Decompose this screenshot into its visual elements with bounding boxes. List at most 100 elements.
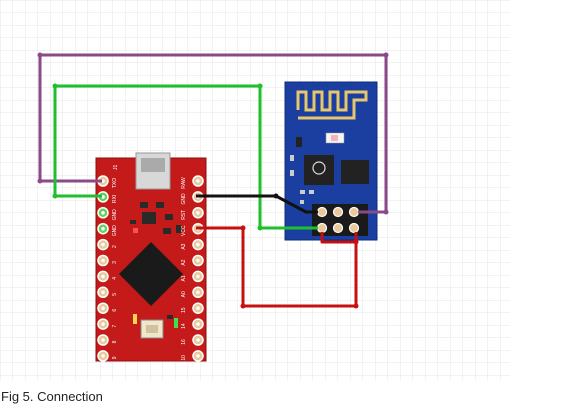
arduino-pin-label: 6 [112, 309, 118, 312]
esp-resistor [300, 200, 304, 204]
wire-junction [353, 303, 359, 309]
arduino-pin-label: A3 [181, 243, 187, 249]
usb-port [141, 158, 165, 172]
arduino-pin-right-hole [196, 306, 200, 311]
arduino-pin-label: A2 [181, 259, 187, 265]
arduino-pin-left-hole [101, 338, 105, 342]
wire-junction [257, 83, 263, 89]
arduino-pin-label: 5 [112, 293, 118, 296]
arduino-pin-label: 10 [181, 355, 187, 361]
wire-green [53, 84, 318, 230]
arduino-pin-label: RXI [112, 195, 118, 203]
esp-pin [348, 206, 360, 218]
esp-antenna [296, 90, 368, 120]
arduino-pin-label: 15 [181, 307, 187, 313]
arduino-pin-label: RST [181, 210, 187, 220]
arduino-pin-left-hole [101, 242, 105, 247]
esp01-module [284, 81, 378, 241]
esp-led-window [331, 135, 338, 141]
arduino-pin-right-hole [196, 290, 200, 295]
smd-part [142, 212, 156, 224]
arduino-pin-label: GND [112, 209, 118, 221]
arduino-pin-right-hole [196, 274, 200, 279]
esp-pin [348, 222, 360, 234]
arduino-pin-label: VCC [181, 225, 187, 236]
arduino-left-labels: TXO RXI GND GND 2 3 4 5 6 7 8 9 [112, 178, 118, 360]
wire-junction [52, 193, 58, 199]
arduino-pin-label: A1 [181, 275, 187, 281]
arduino-pin-left-hole [101, 195, 105, 199]
arduino-pin-right-hole [196, 258, 200, 263]
tx-led [133, 314, 137, 324]
arduino-pin-label: 16 [181, 339, 187, 345]
arduino-pin-label: 2 [112, 245, 118, 248]
smd-part [130, 220, 136, 224]
wire-black [196, 194, 318, 214]
status-led [133, 228, 138, 233]
esp-resistor [300, 190, 305, 194]
arduino-pin-label: GND [181, 193, 187, 205]
arduino-right-pins [192, 175, 204, 362]
arduino-pin-left-hole [101, 179, 105, 183]
esp-resistor [309, 190, 314, 194]
arduino-pin-right-hole [196, 338, 200, 342]
reset-button-cap [146, 325, 158, 333]
smd-part [176, 225, 182, 233]
usb-label: J1 [113, 165, 119, 171]
arduino-pin-right-hole [196, 179, 200, 183]
arduino-pin-label: GND [112, 225, 118, 237]
esp-pin [332, 222, 344, 234]
arduino-pin-left-hole [101, 274, 105, 279]
wire-junction [240, 303, 246, 309]
esp-small-part [296, 137, 302, 147]
wire-red-bridge [320, 232, 356, 244]
arduino-pin-label: A0 [181, 291, 187, 297]
smd-part [163, 228, 171, 234]
wire-junction [240, 225, 246, 231]
wire-junction [37, 52, 43, 58]
esp-flash-chip [341, 160, 369, 184]
arduino-pin-left-hole [101, 306, 105, 311]
smd-part [165, 214, 173, 220]
wire-purple [38, 53, 388, 214]
microcontroller-chip [119, 242, 183, 306]
arduino-pin-left-hole [101, 354, 105, 358]
arduino-pin-left-hole [101, 258, 105, 263]
arduino-pro-micro: J1 TXO RXI GND GND 2 3 4 5 6 7 8 9 RAW GND RST VCC A3A2… [95, 152, 207, 362]
wire-junction [257, 225, 263, 231]
esp-pin [316, 206, 328, 218]
wire-junctions [37, 52, 389, 309]
arduino-pin-label: 14 [181, 323, 187, 329]
grid-background [0, 0, 510, 380]
esp-pins [316, 206, 360, 234]
arduino-pin-left-hole [101, 226, 105, 231]
arduino-pin-label: 8 [112, 340, 118, 343]
esp-pin [316, 222, 328, 234]
arduino-pin-left-hole [101, 211, 105, 215]
arduino-pin-label: 7 [112, 324, 118, 327]
wire-junction [52, 83, 58, 89]
arduino-pin-label: 3 [112, 261, 118, 264]
smd-part [140, 202, 148, 208]
arduino-pin-label: TXO [112, 178, 118, 188]
arduino-pin-label: 9 [112, 356, 118, 359]
arduino-pin-left-hole [101, 290, 105, 295]
wire-junction [273, 193, 279, 199]
wire-junction [353, 239, 359, 245]
figure-caption: Fig 5. Connection [1, 389, 103, 404]
arduino-pin-right-hole [196, 322, 200, 326]
esp-chip [304, 155, 334, 185]
arduino-pin-label: RAW [181, 177, 187, 189]
esp-resistor [290, 155, 294, 161]
esp-resistor [290, 170, 294, 176]
rx-led [174, 318, 178, 328]
wire-junction [383, 209, 389, 215]
arduino-pin-left-hole [101, 322, 105, 326]
wire-junction [37, 178, 43, 184]
arduino-pin-label: 4 [112, 277, 118, 280]
smd-part [156, 202, 164, 208]
arduino-pin-right-hole [196, 354, 200, 358]
smd-part [167, 315, 173, 319]
